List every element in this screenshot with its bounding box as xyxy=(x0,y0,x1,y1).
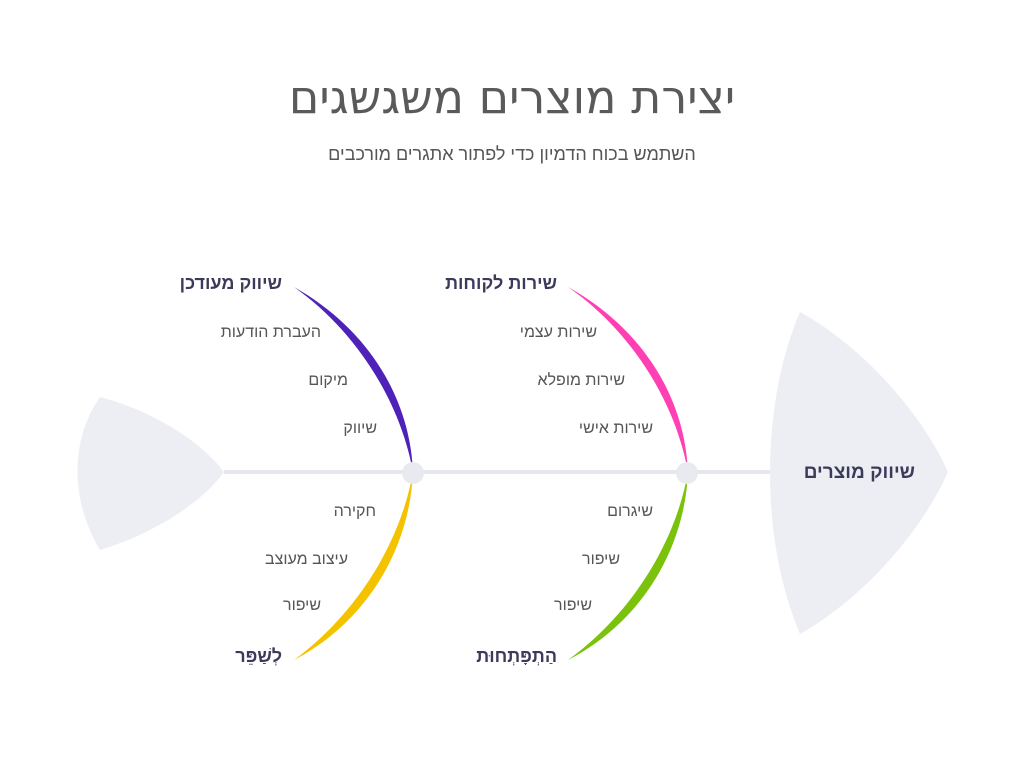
joint-node-right xyxy=(676,462,698,484)
page-subtitle: השתמש בכוח הדמיון כדי לפתור אתגרים מורכב… xyxy=(328,144,696,164)
cause-item: שירות מופלא xyxy=(537,372,625,389)
head-label: שיווק מוצרים xyxy=(803,462,915,483)
category-label-top-left: שיווק מעודכן xyxy=(179,273,282,293)
cause-item: שיפור xyxy=(582,551,620,568)
cause-item: עיצוב מעוצב xyxy=(265,551,348,568)
cause-item: שירות אישי xyxy=(578,420,653,437)
cause-item: העברת הודעות xyxy=(220,324,321,341)
page-title: יצירת מוצרים משגשגים xyxy=(288,70,736,124)
category-label-top-right: שירות לקוחות xyxy=(445,273,557,293)
cause-item: חקירה xyxy=(333,503,376,520)
cause-item: שיפור xyxy=(554,597,592,614)
fish-head xyxy=(770,312,948,634)
category-label-bottom-left: לְשַׁפֵּר xyxy=(235,646,282,666)
fish-tail xyxy=(77,397,224,550)
cause-item: שיגרום xyxy=(607,503,653,520)
cause-item: שיפור xyxy=(283,597,321,614)
cause-item: שירות עצמי xyxy=(519,324,597,341)
cause-item: מיקום xyxy=(308,372,348,389)
category-label-bottom-right: הַתְפָּתְחוּת xyxy=(476,646,557,666)
joint-node-left xyxy=(402,462,424,484)
cause-item: שיווק xyxy=(343,420,377,437)
